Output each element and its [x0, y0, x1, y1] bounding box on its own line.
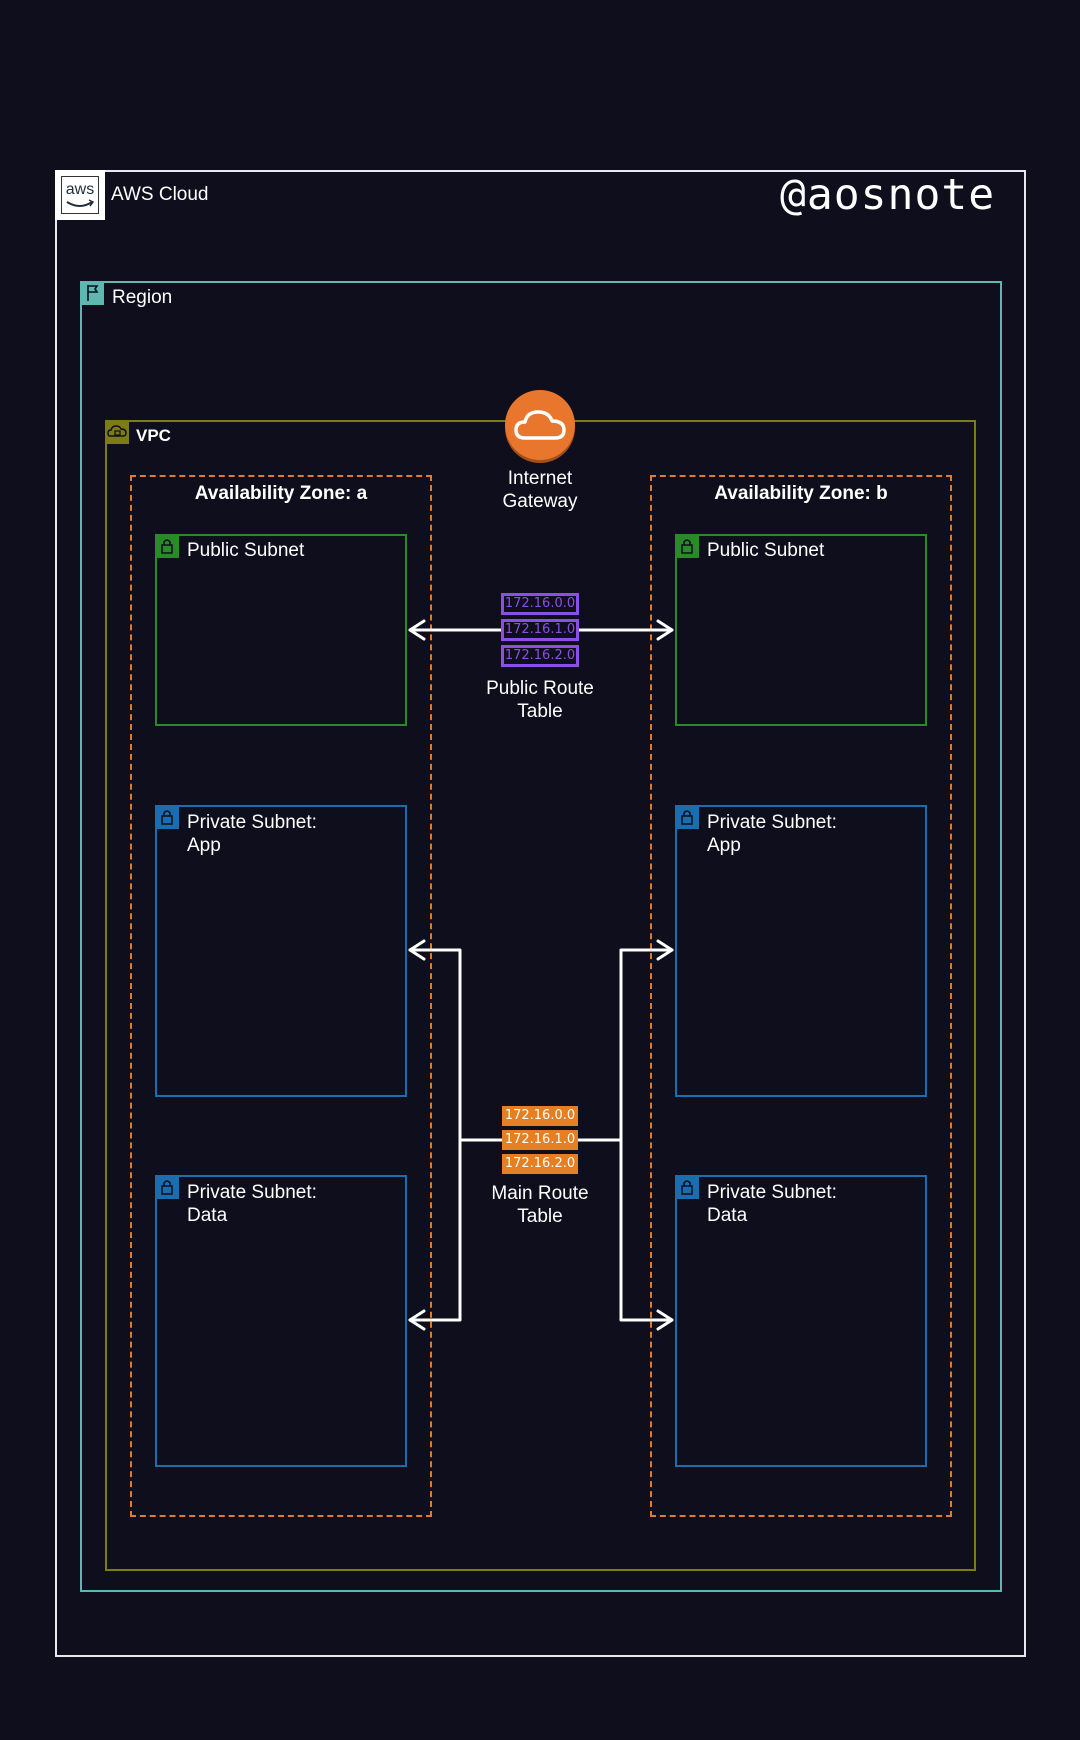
lock-icon: [675, 805, 699, 829]
lock-icon: [155, 1175, 179, 1199]
private-subnet-data-a: [155, 1175, 407, 1467]
az-a-label: Availability Zone: a: [194, 483, 368, 504]
public-subnet-a-label: Public Subnet: [187, 540, 305, 561]
main-route-table-label: Main Route Table: [491, 1183, 589, 1227]
private-subnet-app-b-label: Private Subnet: App: [707, 812, 837, 856]
main-route-entry: 172.16.2.0: [502, 1154, 578, 1174]
private-subnet-data-b-label: Private Subnet: Data: [707, 1182, 837, 1226]
lock-icon: [675, 1175, 699, 1199]
vpc-cloud-lock-icon: [105, 420, 129, 444]
aws-cloud-group: [55, 170, 1026, 1657]
private-subnet-app-a-label: Private Subnet: App: [187, 812, 317, 856]
public-route-entry: 172.16.2.0: [501, 645, 579, 667]
public-route-entry: 172.16.0.0: [501, 593, 579, 615]
az-b-label: Availability Zone: b: [714, 483, 888, 504]
main-link-left: [408, 948, 504, 1322]
vpc-label: VPC: [136, 426, 171, 445]
aws-logo-icon: aws: [55, 170, 105, 220]
public-route-entry: 172.16.1.0: [501, 619, 579, 641]
internet-gateway-label: Internet Gateway: [502, 468, 578, 512]
main-route-entry: 172.16.0.0: [502, 1106, 578, 1126]
availability-zone-a: [130, 475, 432, 1517]
public-subnet-b-label: Public Subnet: [707, 540, 825, 561]
region-label: Region: [112, 287, 173, 308]
private-subnet-app-a: [155, 805, 407, 1097]
public-subnet-b: [675, 534, 927, 726]
region-group: [80, 281, 1002, 1592]
aws-cloud-label: AWS Cloud: [111, 184, 209, 205]
lock-icon: [155, 805, 179, 829]
availability-zone-b: [650, 475, 952, 1517]
private-subnet-app-b: [675, 805, 927, 1097]
private-subnet-data-b: [675, 1175, 927, 1467]
lock-icon: [675, 534, 699, 558]
public-subnet-a: [155, 534, 407, 726]
main-link-right: [576, 948, 674, 1322]
private-subnet-data-a-label: Private Subnet: Data: [187, 1182, 317, 1226]
flag-icon: [80, 281, 104, 305]
lock-icon: [155, 534, 179, 558]
internet-gateway-icon: [505, 390, 575, 460]
main-route-entry: 172.16.1.0: [502, 1130, 578, 1150]
watermark: @aosnote: [780, 170, 996, 220]
public-route-table-label: Public Route Table: [486, 678, 594, 722]
